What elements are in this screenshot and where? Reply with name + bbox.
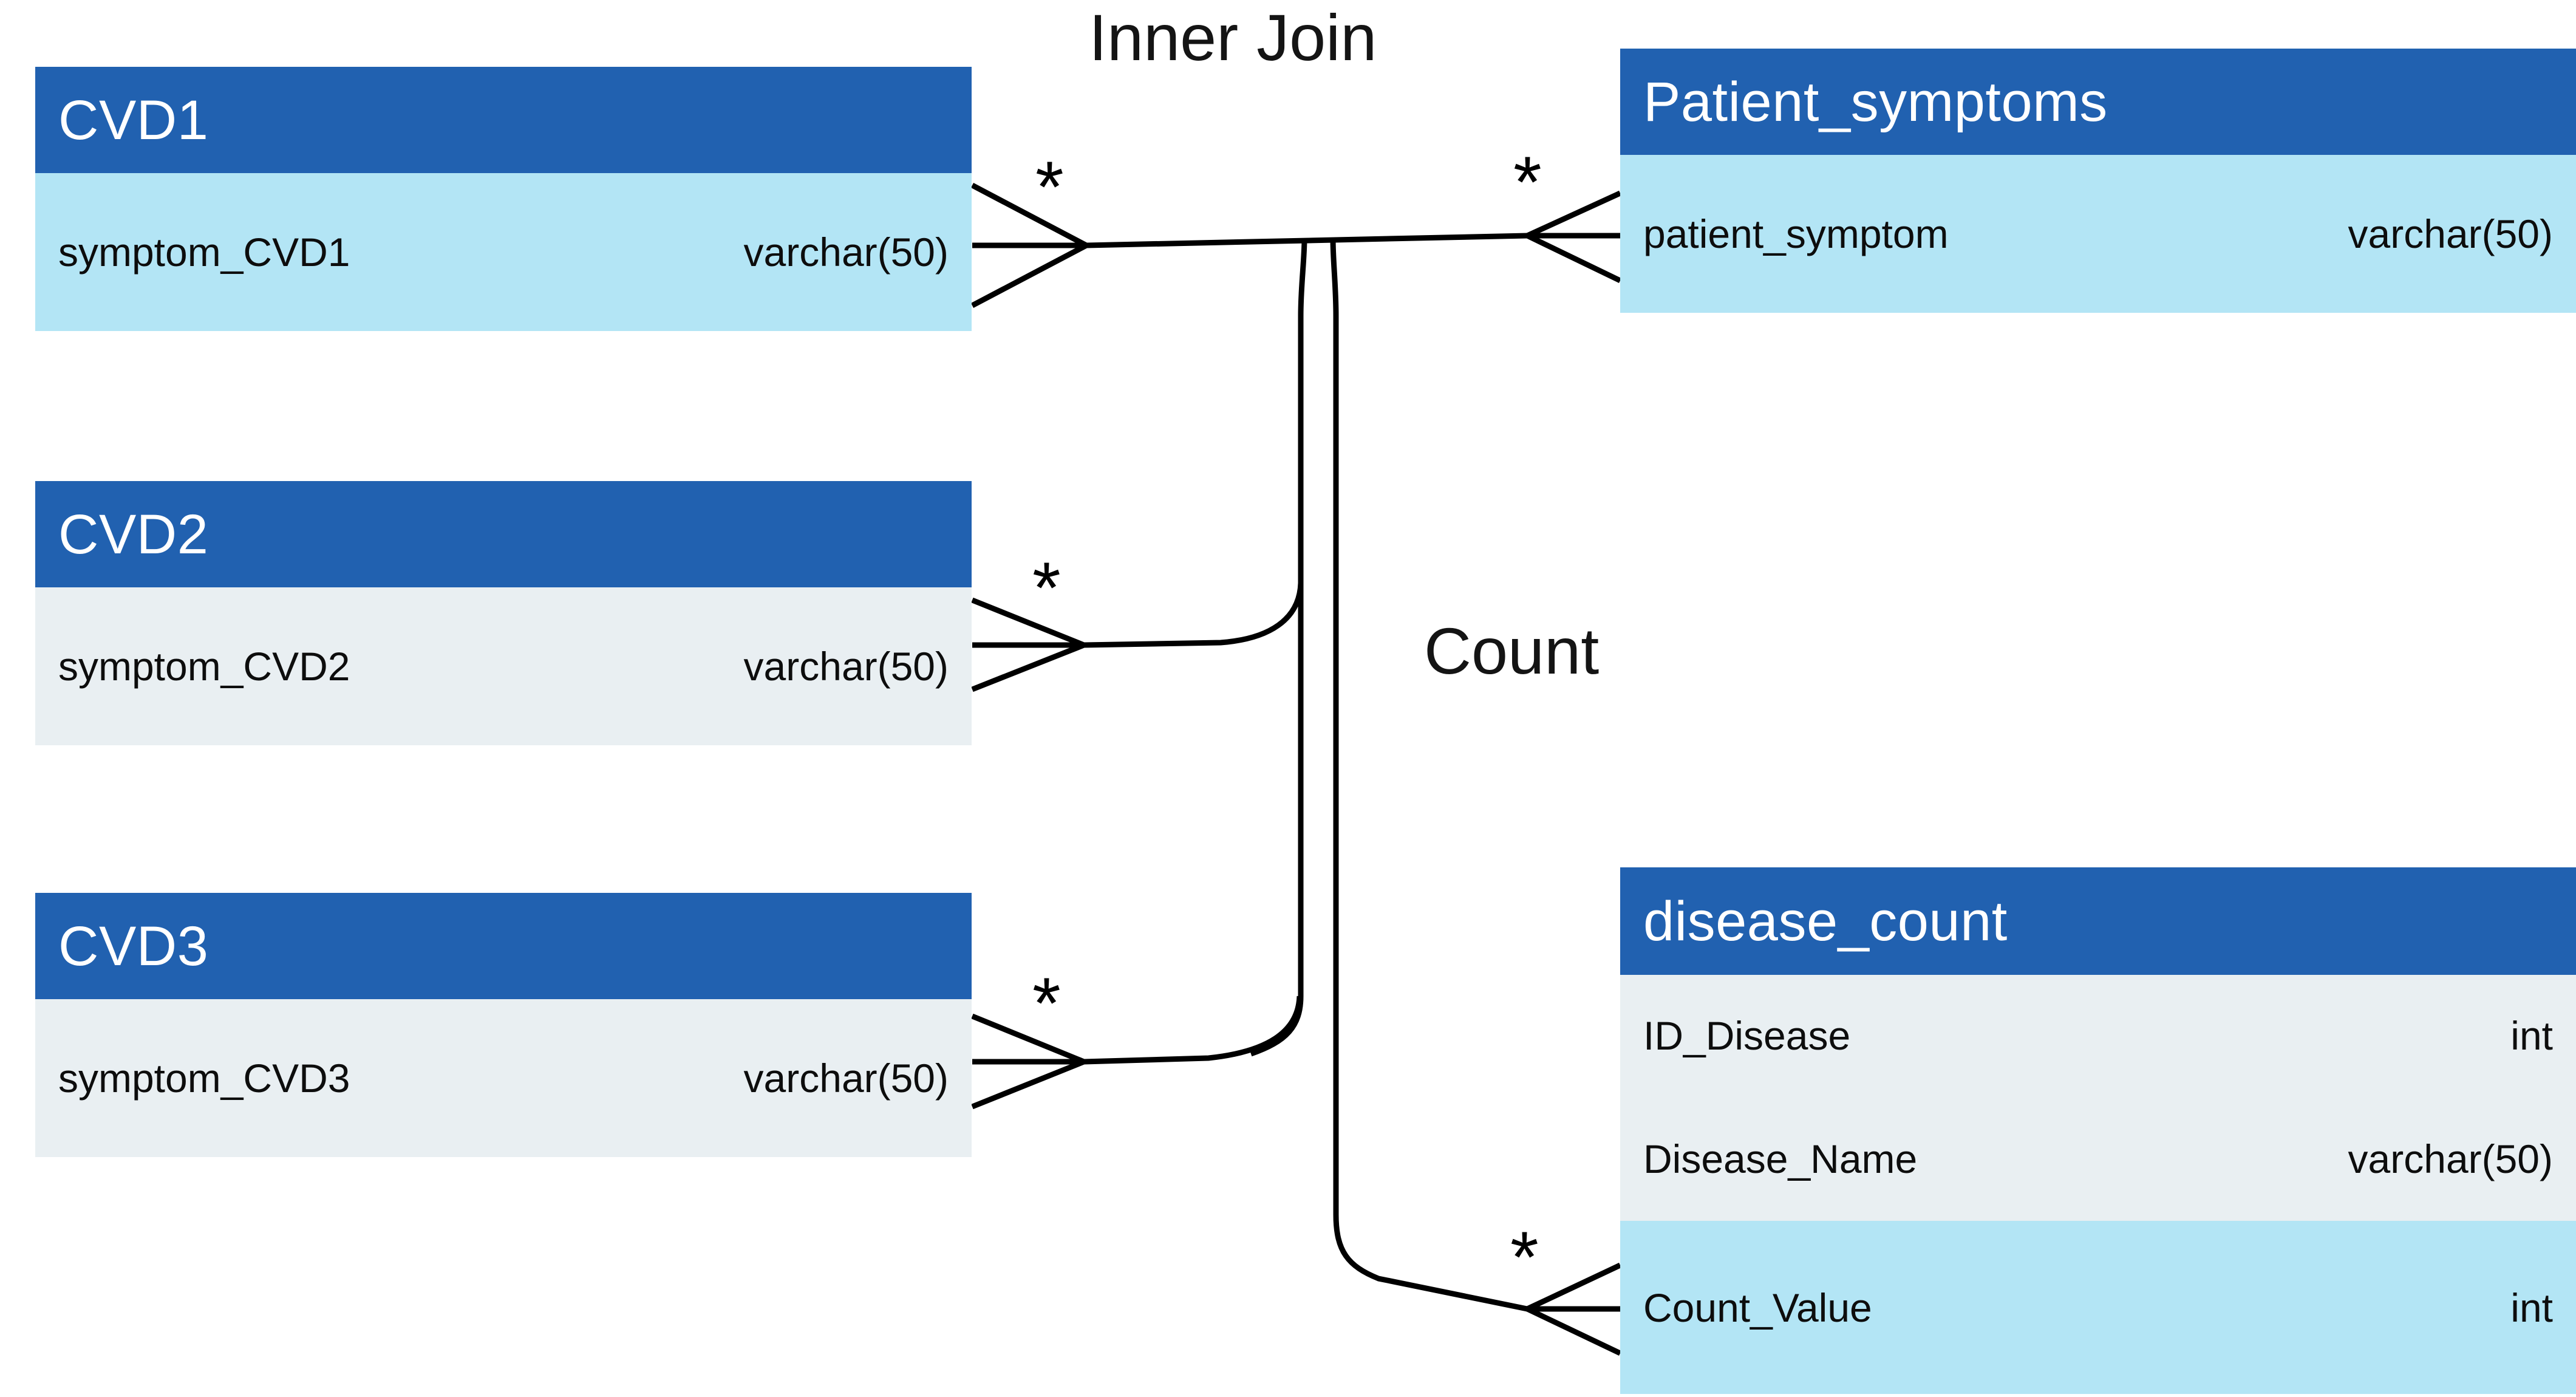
attribute-type: varchar(50) [2348,1136,2553,1181]
entity-cvd3-row-symptom[interactable]: symptom_CVD3 varchar(50) [35,999,972,1157]
crowsfoot-count-bottom [1526,1306,1621,1356]
entity-cvd3-title: CVD3 [35,893,972,999]
attribute-name: Disease_Name [1643,1136,1918,1181]
crowsfoot-cvd3-top [971,1013,1085,1065]
entity-disease-count-row-disease-name[interactable]: Disease_Name varchar(50) [1620,1096,2576,1221]
attribute-name: ID_Disease [1643,1013,1851,1058]
link-cvd-collector-vertical [1250,237,1307,1057]
attribute-name: symptom_CVD3 [58,1056,350,1101]
crowsfoot-cvd2-bottom [971,642,1085,692]
entity-cvd2[interactable]: CVD2 symptom_CVD2 varchar(50) [35,481,972,745]
entity-cvd2-row-symptom[interactable]: symptom_CVD2 varchar(50) [35,587,972,745]
attribute-type: varchar(50) [743,644,949,689]
relationship-label-inner-join: Inner Join [1089,1,1377,74]
cardinality-marker-cvd1: * [1035,146,1064,228]
entity-cvd2-title: CVD2 [35,481,972,587]
entity-disease-count-row-id-disease[interactable]: ID_Disease int [1620,975,2576,1096]
entity-cvd1-row-symptom[interactable]: symptom_CVD1 varchar(50) [35,173,972,331]
crowsfoot-patient-bottom [1526,233,1621,284]
crowsfoot-cvd1-top [970,183,1088,248]
relationship-label-count: Count [1424,614,1600,688]
entity-patient-symptoms-row-symptom[interactable]: patient_symptom varchar(50) [1620,155,2576,313]
cardinality-marker-disease-count: * [1510,1217,1539,1298]
entity-disease-count[interactable]: disease_count ID_Disease int Disease_Nam… [1620,867,2576,1394]
crowsfoot-cvd2-top [971,597,1085,648]
link-cvd3-branch [1083,996,1303,1065]
attribute-name: patient_symptom [1643,211,1949,256]
link-cvd1-patient-trunk [1086,233,1528,248]
entity-disease-count-row-count-value[interactable]: Count_Value int [1620,1221,2576,1394]
attribute-name: symptom_CVD1 [58,230,350,275]
cardinality-marker-cvd3: * [1032,963,1061,1044]
attribute-type: int [2510,1013,2553,1058]
attribute-name: Count_Value [1643,1285,1872,1330]
crowsfoot-cvd3-bottom [971,1059,1085,1110]
cardinality-marker-patient-symptoms: * [1513,142,1542,223]
link-count-riser [1330,237,1528,1312]
attribute-type: varchar(50) [743,1056,949,1101]
attribute-type: int [2510,1285,2553,1330]
entity-cvd1-title: CVD1 [35,67,972,173]
crowsfoot-cvd1-bottom [970,243,1088,308]
attribute-type: varchar(50) [743,230,949,275]
entity-cvd3[interactable]: CVD3 symptom_CVD3 varchar(50) [35,893,972,1157]
entity-patient-symptoms-title: Patient_symptoms [1620,49,2576,155]
attribute-type: varchar(50) [2348,211,2553,256]
attribute-name: symptom_CVD2 [58,644,350,689]
link-cvd2-branch [1083,582,1304,648]
entity-disease-count-title: disease_count [1620,867,2576,975]
entity-cvd1[interactable]: CVD1 symptom_CVD1 varchar(50) [35,67,972,331]
cardinality-marker-cvd2: * [1032,547,1061,629]
entity-patient-symptoms[interactable]: Patient_symptoms patient_symptom varchar… [1620,49,2576,313]
crowsfoot-count-top [1526,1262,1621,1312]
